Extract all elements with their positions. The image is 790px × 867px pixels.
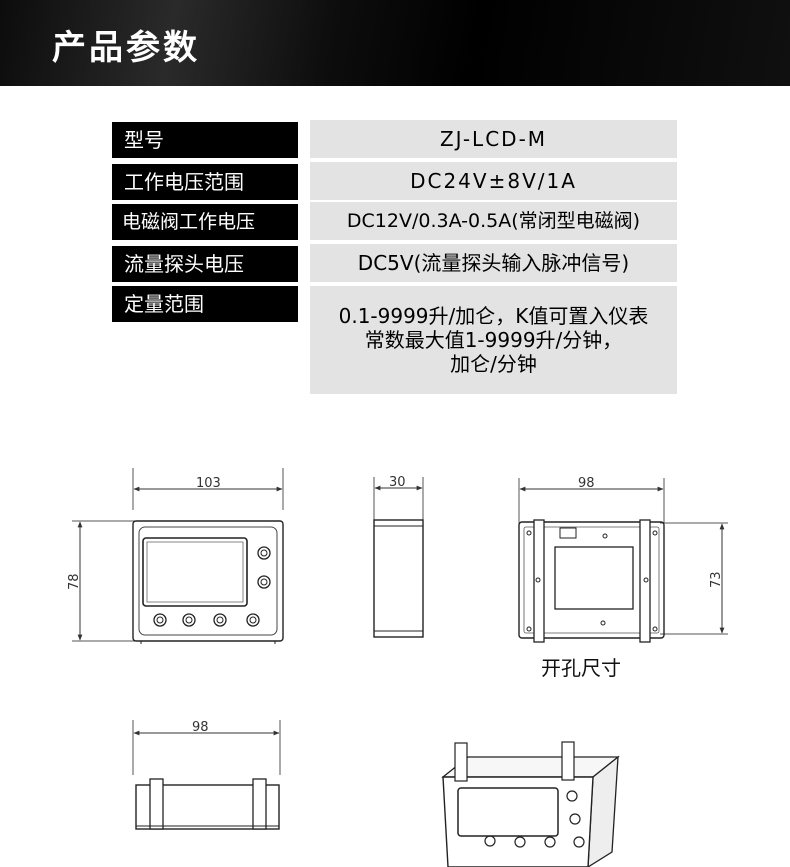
header-banner: 产品参数 <box>0 0 790 86</box>
spec-value-voltage-range: DC24V±8V/1A <box>310 162 677 200</box>
technical-drawings: 103 78 30 98 <box>67 468 728 867</box>
side-depth-label: 30 <box>389 475 406 490</box>
isometric-view-drawing <box>441 741 620 867</box>
cutout-caption: 开孔尺寸 <box>541 656 621 680</box>
side-view-drawing: 30 <box>373 475 424 638</box>
bottom-width-label: 98 <box>192 720 209 735</box>
front-height-label: 78 <box>67 573 82 590</box>
spec-label-probe-voltage: 流量探头电压 <box>112 246 298 282</box>
bottom-view-drawing: 98 <box>132 720 281 830</box>
spec-value-line-1: 0.1-9999升/加仑，K值可置入仪表 <box>338 304 649 328</box>
spec-value-model: ZJ-LCD-M <box>310 120 677 158</box>
cutout-height-label: 73 <box>709 571 724 588</box>
spec-value-quantity-range: 0.1-9999升/加仑，K值可置入仪表 常数最大值1-9999升/分钟， 加仑… <box>310 286 677 394</box>
front-view-drawing: 103 78 <box>67 468 284 644</box>
spec-label-valve-voltage: 电磁阀工作电压 <box>112 204 298 240</box>
spec-value-line-3: 加仑/分钟 <box>450 352 537 376</box>
spec-value-line-2: 常数最大值1-9999升/分钟， <box>364 328 623 352</box>
spec-value-valve-voltage: DC12V/0.3A-0.5A(常闭型电磁阀) <box>310 202 677 240</box>
cutout-view-drawing: 98 73 开孔尺寸 <box>518 476 728 680</box>
page-title: 产品参数 <box>52 28 200 68</box>
front-width-label: 103 <box>196 476 221 491</box>
spec-label-quantity-range: 定量范围 <box>112 286 298 322</box>
spec-value-probe-voltage: DC5V(流量探头输入脉冲信号) <box>310 244 677 282</box>
spec-label-model: 型号 <box>112 122 298 158</box>
cutout-width-label: 98 <box>578 476 595 491</box>
spec-label-voltage-range: 工作电压范围 <box>112 164 298 200</box>
